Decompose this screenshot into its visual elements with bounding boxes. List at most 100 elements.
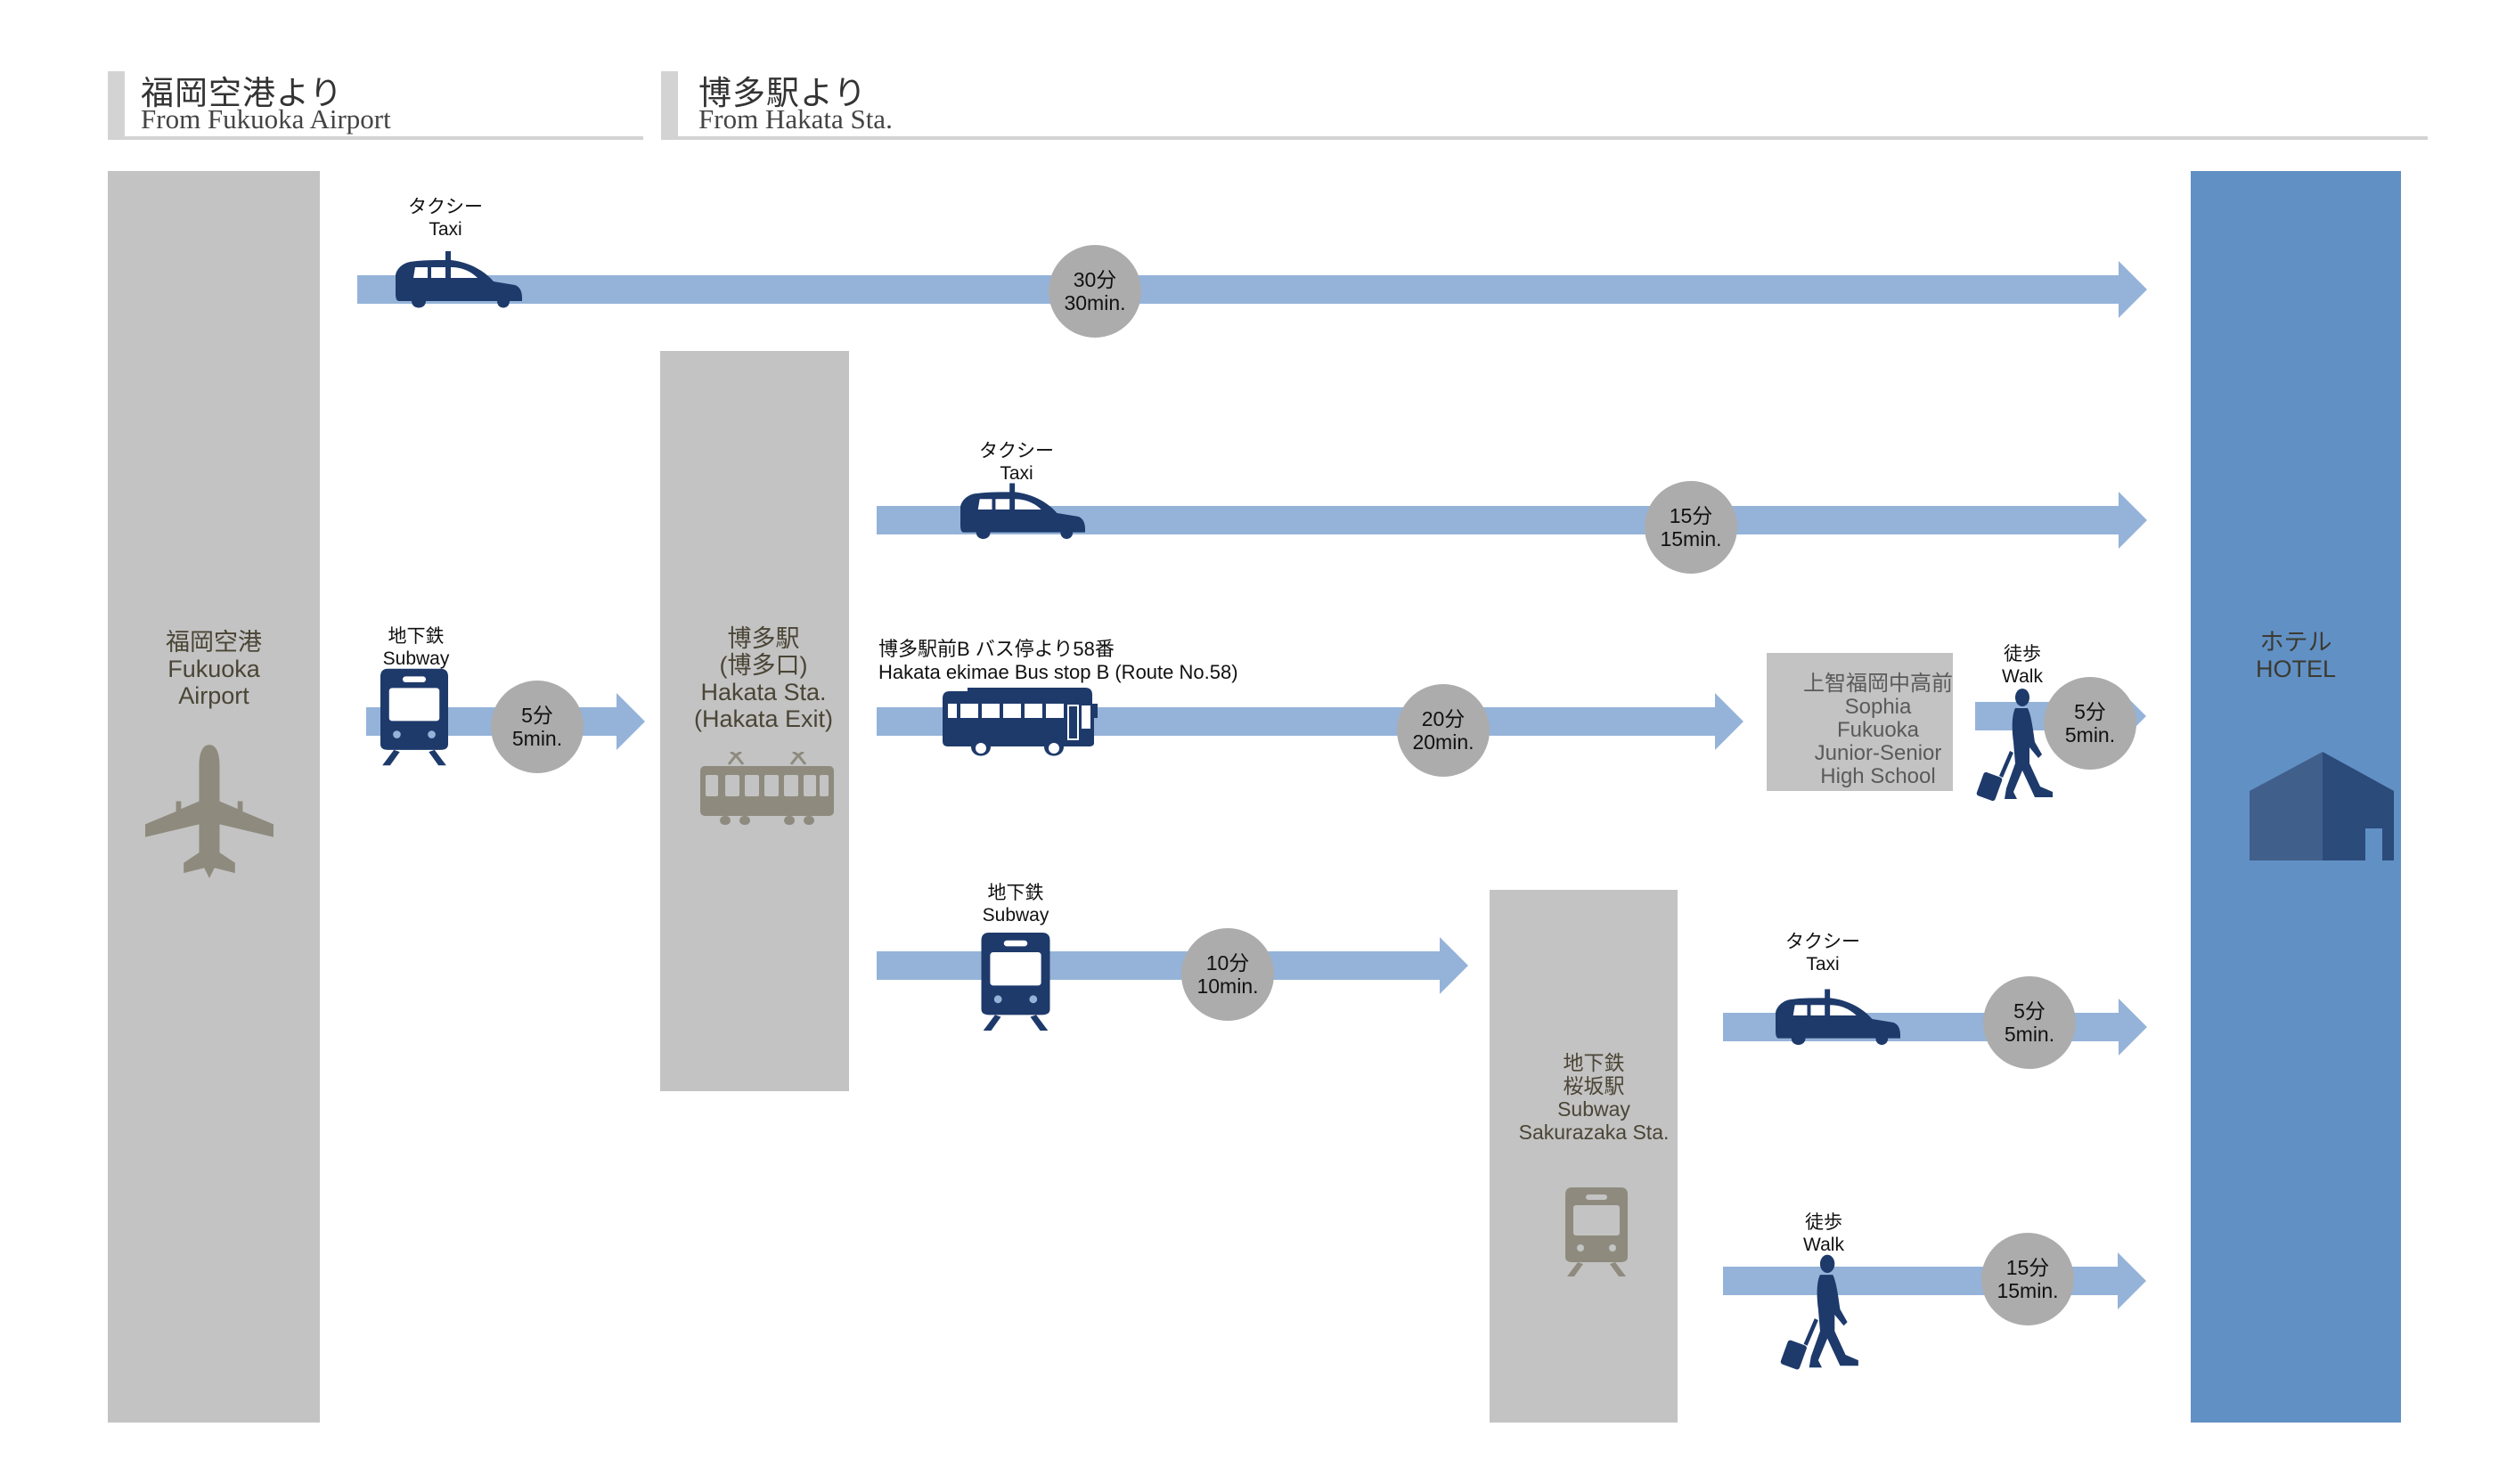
arrow-hakata-subway <box>877 937 1468 994</box>
mode-label-en: Hakata ekimae Bus stop B (Route No.58) <box>878 661 1238 683</box>
mode-label-hakata-subway: 地下鉄 Subway <box>983 882 1049 926</box>
mode-label-jp: タクシー <box>1785 932 1860 952</box>
mode-label-en: Taxi <box>429 219 462 240</box>
taxi-icon <box>960 483 1085 542</box>
arrow-head <box>617 693 645 750</box>
time-badge-sakurazaka-walk: 15分 15min. <box>1981 1233 2074 1325</box>
hotel-label-jp: ホテル <box>2259 629 2332 656</box>
time-en: 15min. <box>1660 527 1722 550</box>
mode-label-sakurazaka-taxi: タクシー Taxi <box>1785 931 1860 975</box>
time-badge-sakurazaka-taxi: 5分 5min. <box>1983 976 2076 1069</box>
mode-label-airport-subway: 地下鉄 Subway <box>383 625 450 670</box>
hotel-label: ホテル HOTEL <box>2256 629 2336 682</box>
header-title-hakata-en: From Hakata Sta. <box>698 103 893 135</box>
hotel-label-en: HOTEL <box>2255 656 2337 682</box>
mode-label-jp: 地下鉄 <box>388 626 445 647</box>
taxi-icon <box>1776 989 1900 1048</box>
hakata-label-jp: 博多駅 <box>727 625 800 652</box>
mode-label-jp: 地下鉄 <box>987 883 1044 903</box>
time-jp: 20分 <box>1421 707 1466 730</box>
mode-label-jp: 博多駅前B バス停より58番 <box>878 638 1115 660</box>
mode-label-en: Walk <box>2002 666 2043 687</box>
time-en: 10min. <box>1196 974 1259 998</box>
arrow-head <box>2118 1252 2146 1309</box>
mode-label-school-walk: 徒歩 Walk <box>2002 643 2043 688</box>
walker-icon <box>1780 1254 1864 1372</box>
school-label-en2: Fukuoka <box>1836 718 1920 742</box>
mode-label-airport-taxi: タクシー Taxi <box>408 196 483 241</box>
header-accent-bar-hakata <box>661 71 678 140</box>
header-underline-airport <box>108 136 643 140</box>
mode-label-en: Subway <box>382 648 450 669</box>
arrow-head <box>2119 999 2147 1056</box>
header-title-airport-jp: 福岡空港より <box>141 74 344 112</box>
sakurazaka-label-en1: Subway <box>1557 1097 1630 1121</box>
time-jp: 15分 <box>1669 504 1713 527</box>
header-underline-hakata <box>661 136 2428 140</box>
time-en: 5min. <box>2064 723 2116 746</box>
time-badge-hakata-subway: 10分 10min. <box>1181 928 1274 1021</box>
header-accent-bar-airport <box>108 71 125 140</box>
mode-label-en: Walk <box>1803 1235 1844 1255</box>
time-badge-hakata-taxi: 15分 15min. <box>1645 481 1737 574</box>
time-badge-airport-subway: 5分 5min. <box>491 681 584 773</box>
airport-label-en2: Airport <box>178 682 249 709</box>
time-en: 5min. <box>2004 1023 2055 1046</box>
time-en: 30min. <box>1064 291 1126 314</box>
train-icon <box>700 752 834 827</box>
mode-label-hakata-bus: 博多駅前B バス停より58番 Hakata ekimae Bus stop B … <box>878 638 1238 684</box>
mode-label-en: Taxi <box>1000 463 1033 484</box>
time-jp: 30分 <box>1073 268 1117 291</box>
mode-label-jp: 徒歩 <box>1804 1212 1842 1233</box>
time-jp: 10分 <box>1205 951 1250 974</box>
subway-icon <box>980 933 1051 1031</box>
arrow-head <box>1715 693 1743 750</box>
hotel-building-icon <box>2250 752 2394 860</box>
hakata-label-en: Hakata Sta. <box>700 679 827 705</box>
mode-label-hakata-taxi: タクシー Taxi <box>979 440 1054 485</box>
mode-label-en: Subway <box>982 905 1049 925</box>
time-badge-school-walk: 5分 5min. <box>2044 677 2136 770</box>
sakurazaka-label: 地下鉄 桜坂駅 Subway Sakurazaka Sta. <box>1519 1051 1670 1144</box>
hakata-label-jp-exit: (博多口) <box>719 652 808 679</box>
header-title-hakata-jp: 博多駅より <box>698 74 868 112</box>
time-jp: 5分 <box>2013 999 2046 1023</box>
school-stop-box <box>1767 653 1953 791</box>
hakata-label-en-exit: (Hakata Exit) <box>693 705 834 732</box>
arrow-head <box>2119 492 2147 549</box>
time-en: 20min. <box>1412 730 1474 754</box>
airplane-icon <box>145 745 274 878</box>
mode-label-en: Taxi <box>1806 954 1840 974</box>
arrow-head <box>2119 261 2147 318</box>
hakata-label: 博多駅 (博多口) Hakata Sta. (Hakata Exit) <box>694 625 833 732</box>
walker-icon <box>1976 689 2058 803</box>
sakurazaka-station-column <box>1490 890 1678 1423</box>
hakata-station-column <box>660 351 849 1091</box>
school-label-en3: Junior-Senior <box>1814 741 1942 765</box>
time-badge-airport-taxi: 30分 30min. <box>1049 245 1141 338</box>
bus-icon <box>943 688 1103 761</box>
mode-label-jp: 徒歩 <box>2003 644 2041 665</box>
arrow-shaft <box>357 275 2119 304</box>
school-label: 上智福岡中高前 Sophia Fukuoka Junior-Senior Hig… <box>1803 673 1953 788</box>
time-en: 5min. <box>511 727 563 750</box>
sakurazaka-label-jp2: 桜坂駅 <box>1563 1074 1625 1097</box>
mode-label-jp: タクシー <box>979 441 1054 461</box>
subway-icon <box>380 668 448 766</box>
header-title-airport-en: From Fukuoka Airport <box>141 103 391 135</box>
time-jp: 5分 <box>2074 700 2106 723</box>
sakurazaka-label-en2: Sakurazaka Sta. <box>1518 1121 1670 1144</box>
time-en: 15min. <box>1997 1279 2059 1302</box>
school-label-jp: 上智福岡中高前 <box>1803 672 1953 696</box>
taxi-icon <box>396 251 522 310</box>
airport-label-en1: Fukuoka <box>167 656 260 682</box>
time-jp: 15分 <box>2005 1256 2050 1279</box>
school-label-en1: Sophia <box>1844 695 1912 719</box>
school-label-en4: High School <box>1820 764 1936 788</box>
airport-label-jp: 福岡空港 <box>166 629 262 656</box>
time-jp: 5分 <box>521 704 553 727</box>
mode-label-sakurazaka-walk: 徒歩 Walk <box>1803 1211 1844 1256</box>
airport-label: 福岡空港 Fukuoka Airport <box>166 629 262 709</box>
arrow-shaft <box>877 951 1441 980</box>
time-badge-hakata-bus: 20分 20min. <box>1397 684 1490 777</box>
